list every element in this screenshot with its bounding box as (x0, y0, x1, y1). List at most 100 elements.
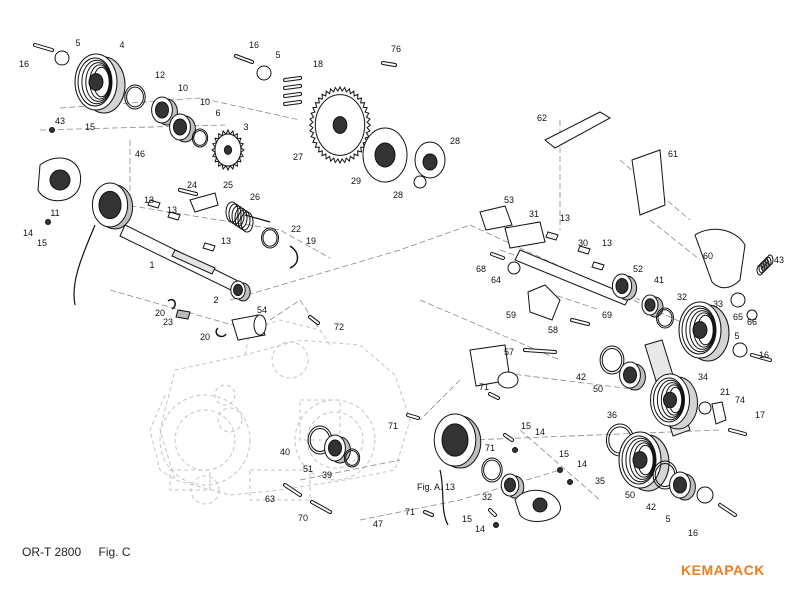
callout-label: 74 (735, 395, 745, 405)
callout-label: 6 (215, 108, 220, 118)
callout-label: 15 (37, 238, 47, 248)
screw-71c-hl (424, 511, 433, 516)
callout-label: 43 (55, 116, 65, 126)
bracket-61 (631, 149, 666, 216)
bracket-59 (527, 284, 561, 321)
callout-label: 39 (322, 470, 332, 480)
callout-label: 16 (19, 59, 29, 69)
fork-60 (694, 228, 746, 289)
callout-label: 13 (560, 213, 570, 223)
callout-label: 13 (167, 205, 177, 215)
callout-label: 20 (200, 332, 210, 342)
callout-label: 10 (200, 97, 210, 107)
callout-label: 16 (688, 528, 698, 538)
callout-label: 23 (163, 317, 173, 327)
hub-29-bore (374, 142, 396, 168)
callout-label: 64 (491, 275, 501, 285)
body-outline-bore (271, 341, 309, 379)
callout-label: 28 (450, 136, 460, 146)
bushing-2-inner (233, 283, 243, 297)
spring-43 (762, 258, 770, 270)
callout-label: 69 (602, 310, 612, 320)
nut-5b (256, 65, 272, 81)
screw-14b (512, 447, 518, 453)
callout-label: 29 (351, 176, 361, 186)
callout-label: 5 (75, 38, 80, 48)
body-outline-bore (217, 407, 243, 433)
bearing-32-inner (504, 477, 516, 493)
callout-label: 71 (485, 443, 495, 453)
pulley-4-groove (85, 62, 112, 102)
spring-43 (764, 256, 772, 268)
spring-43 (760, 260, 768, 272)
leader-line (229, 224, 471, 301)
screw-14c (493, 522, 499, 528)
washer-71-inner (483, 459, 501, 481)
callout-label: 72 (334, 322, 344, 332)
callout-label: 35 (595, 476, 605, 486)
leader-line (419, 379, 461, 421)
callout-label: 71 (388, 421, 398, 431)
model-label: OR-T 2800 (22, 545, 82, 559)
flange-47-bore (532, 497, 548, 513)
key-13-1 (167, 211, 181, 221)
circlip-12 (124, 84, 146, 110)
pin-58-hl (524, 349, 556, 353)
nut-21 (698, 401, 712, 415)
machine-body-outline (149, 319, 411, 505)
callout-label: 21 (720, 387, 730, 397)
washer-6-inner (193, 130, 207, 146)
screw-71-hl (489, 393, 499, 399)
key-13r-0 (545, 231, 559, 241)
callout-label: 26 (250, 192, 260, 202)
pin-70-hl (311, 501, 331, 513)
pin-65 (730, 292, 746, 308)
callout-label: Fig. A. 13 (417, 482, 455, 492)
pulley-35-hub (632, 451, 648, 469)
pulley-35-groove (629, 440, 656, 480)
screw-18-3-hl (284, 101, 301, 105)
shaft-30 (514, 249, 631, 306)
washer-71 (481, 457, 503, 483)
callout-label: 1 (149, 260, 154, 270)
callout-label: 5 (734, 331, 739, 341)
shaft-1-key (171, 249, 216, 275)
screw-15b-hl (489, 509, 496, 516)
bearing-50-inner (623, 366, 637, 384)
bolt-16c-hl (751, 354, 771, 361)
leader-line (94, 199, 331, 259)
body-outline-bore (214, 384, 236, 406)
pulley-4-hub (88, 73, 104, 91)
callout-label: 11 (50, 208, 59, 218)
spring-26-arm (244, 214, 271, 223)
ring-42 (599, 345, 625, 375)
callout-label: 50 (593, 384, 603, 394)
callout-label: 32 (482, 492, 492, 502)
clip-39 (343, 448, 361, 468)
screw-69-hl (571, 319, 589, 325)
pulley-36-groove (660, 382, 684, 418)
callout-label: 15 (85, 122, 95, 132)
callout-label: 65 (733, 312, 743, 322)
clip-20 (167, 298, 176, 310)
callout-label: 15 (521, 421, 531, 431)
callout-label: 42 (646, 502, 656, 512)
callout-label: 41 (654, 275, 664, 285)
leader-line (359, 469, 561, 521)
bearing-52-inner (615, 278, 629, 294)
cable-71 (439, 469, 449, 526)
bearing-42-inner (673, 476, 687, 494)
callout-label: 20 (155, 308, 165, 318)
pulley-4-groove (81, 59, 112, 105)
callout-label: 27 (293, 152, 303, 162)
spring-43 (758, 262, 766, 274)
sprocket-3-bore (223, 145, 233, 155)
key-13-2 (202, 242, 216, 252)
washer-22-inner (262, 229, 278, 247)
screw-18-2-hl (284, 93, 301, 97)
body-outline-bore (294, 399, 376, 481)
callout-label: 63 (265, 494, 275, 504)
screw-71b-hl (407, 414, 419, 419)
callout-label: 60 (703, 251, 713, 261)
